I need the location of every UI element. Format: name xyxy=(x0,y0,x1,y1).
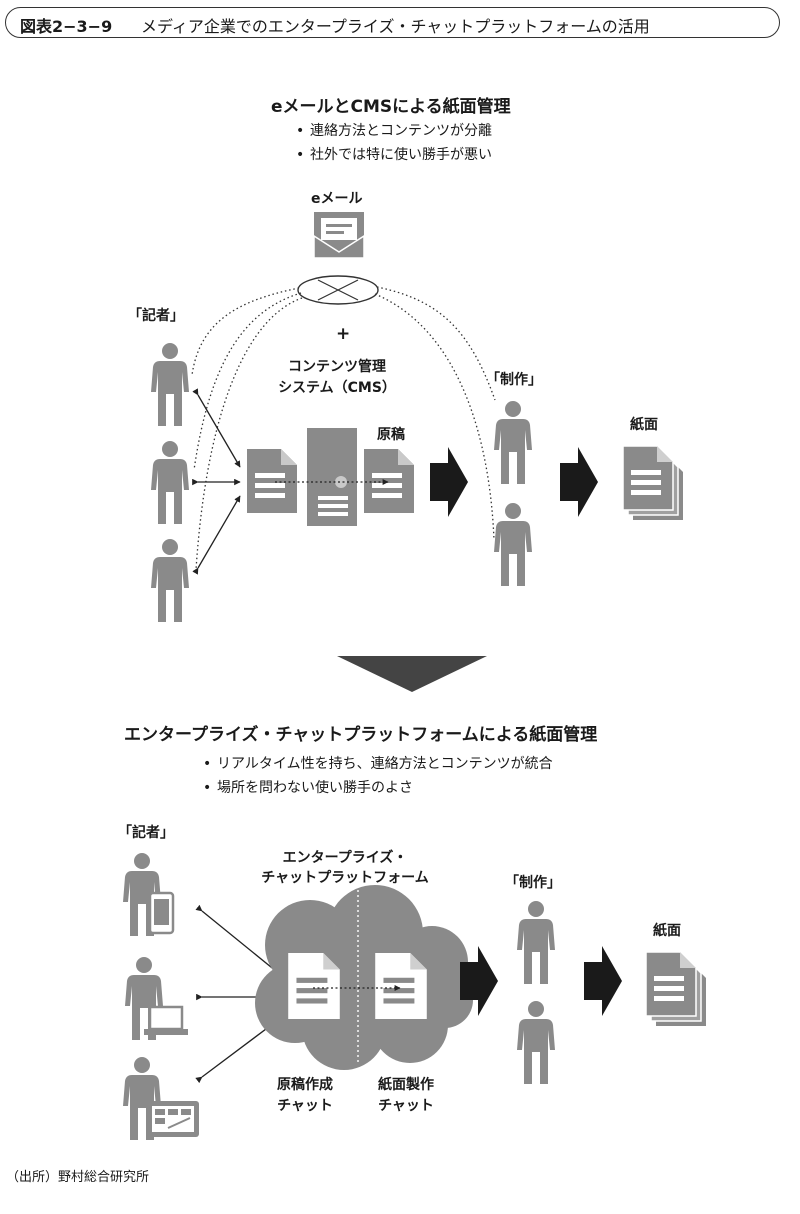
reporter-icon xyxy=(151,441,189,524)
platform-label-line1: エンタープライズ・ xyxy=(282,850,408,866)
chat1-label-line2: チャット xyxy=(277,1098,333,1114)
email-label: eメール xyxy=(311,191,363,207)
top-bullet: 連絡方法とコンテンツが分離 xyxy=(296,119,492,143)
figure-label: 図表2−3−9 xyxy=(20,17,113,36)
producer-icon xyxy=(494,503,532,586)
cms-label-line1: コンテンツ管理 xyxy=(288,359,386,375)
manuscript-document-icon xyxy=(364,449,414,513)
smartphone-icon xyxy=(148,891,175,935)
bottom-section-title: エンタープライズ・チャットプラットフォームによる紙面管理 xyxy=(124,725,598,745)
top-section-title: eメールとCMSによる紙面管理 xyxy=(271,97,511,117)
paper-stack-icon xyxy=(646,952,706,1026)
laptop-icon xyxy=(144,1005,188,1035)
figure-title: メディア企業でのエンタープライズ・チャットプラットフォームの活用 xyxy=(141,17,650,36)
tablet-icon xyxy=(147,1101,199,1137)
producer-icon xyxy=(517,1001,555,1084)
chat2-label-line2: チャット xyxy=(378,1098,434,1114)
flow-arrow xyxy=(584,946,622,1016)
bottom-reporter-label: 「記者」 xyxy=(118,825,174,841)
chat-platform-cloud xyxy=(255,885,473,1070)
document-icon xyxy=(288,953,340,1019)
bottom-bullet: 場所を問わない使い勝手のよさ xyxy=(203,776,553,800)
chat1-label-line1: 原稿作成 xyxy=(277,1077,333,1093)
top-paper-label: 紙面 xyxy=(630,417,658,433)
transition-down-arrow xyxy=(337,656,487,692)
producer-icon xyxy=(517,901,555,984)
cms-label-line2: システム（CMS） xyxy=(278,380,396,396)
chat2-label-line1: 紙面製作 xyxy=(378,1077,434,1093)
top-production-label: 「制作」 xyxy=(486,372,542,388)
plus-sign: + xyxy=(336,324,351,344)
manuscript-document-icon xyxy=(375,953,427,1019)
top-bullet: 社外では特に使い勝手が悪い xyxy=(296,143,492,167)
server-icon xyxy=(307,428,357,526)
flow-arrow xyxy=(460,946,498,1016)
top-reporter-label: 「記者」 xyxy=(128,308,184,324)
bottom-bullet: リアルタイム性を持ち、連絡方法とコンテンツが統合 xyxy=(203,752,553,776)
source-note: （出所）野村総合研究所 xyxy=(6,1170,150,1185)
bottom-bullets: リアルタイム性を持ち、連絡方法とコンテンツが統合 場所を問わない使い勝手のよさ xyxy=(203,752,553,800)
producer-icon xyxy=(494,401,532,484)
document-icon xyxy=(247,449,297,513)
top-bullets: 連絡方法とコンテンツが分離 社外では特に使い勝手が悪い xyxy=(296,119,492,167)
bottom-production-label: 「制作」 xyxy=(505,875,561,891)
top-manuscript-label: 原稿 xyxy=(377,427,405,443)
reporter-icon xyxy=(151,539,189,622)
flow-arrow xyxy=(430,447,468,517)
flow-arrow xyxy=(560,447,598,517)
reporter-icon xyxy=(151,343,189,426)
envelope-icon xyxy=(313,212,365,259)
bottom-paper-label: 紙面 xyxy=(653,923,681,939)
paper-stack-icon xyxy=(623,446,683,520)
platform-label-line2: チャットプラットフォーム xyxy=(261,870,429,886)
email-hub-icon xyxy=(297,275,379,305)
figure-header: 図表2−3−9 メディア企業でのエンタープライズ・チャットプラットフォームの活用 xyxy=(5,7,780,38)
